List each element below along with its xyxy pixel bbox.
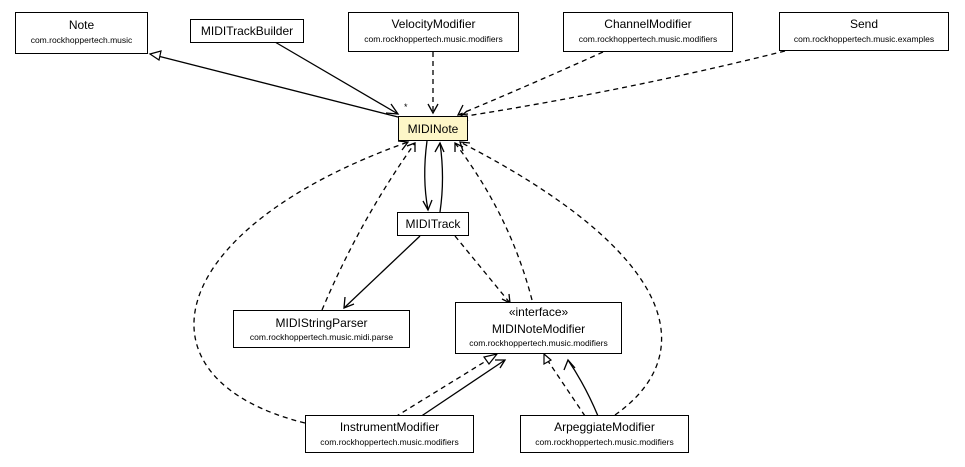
edge-realization-instrumentmodifier [394,360,487,418]
edge-realization-arpeggiatemodifier [547,360,586,417]
interface-midinotemodifier[interactable]: «interface» MIDINoteModifier com.rockhop… [455,302,622,354]
edge-dependency-channelmodifier [457,51,604,116]
class-midistringparser[interactable]: MIDIStringParser com.rockhoppertech.musi… [233,310,410,348]
arrowhead-miditrack [422,199,433,212]
class-name: Send [849,17,879,31]
class-package: com.rockhoppertech.music.modifiers [578,34,718,44]
class-arpeggiatemodifier[interactable]: ArpeggiateModifier com.rockhoppertech.mu… [520,415,689,453]
edge-association-instrumentmodifier [419,359,506,418]
generalization-arrowhead [148,50,162,61]
arrowhead-velocitymodifier [427,103,439,115]
class-package: com.rockhoppertech.music.modifiers [320,437,459,447]
edge-generalization-note [149,53,399,118]
class-package: com.rockhoppertech.music.modifiers [364,34,503,44]
interface-stereotype: «interface» [508,305,569,319]
class-send[interactable]: Send com.rockhoppertech.music.examples [779,12,949,51]
arrowhead-channelmodifier [456,104,469,116]
edge-association-miditrackbuilder [274,41,399,115]
edge-dependency-send [459,50,786,118]
arrowhead-arpeggiate-assoc [563,358,576,371]
class-package: com.rockhoppertech.music.modifiers [469,338,608,348]
arrowhead-instrument-assoc [495,359,507,369]
edge-association-arpeggiatemodifier [567,359,599,417]
realization-arrowhead-arpeggiate [543,352,553,366]
class-package: com.rockhoppertech.music [30,35,133,45]
arrowhead-instrument-dep [397,140,410,151]
class-name: InstrumentModifier [339,420,440,434]
arrowhead-notemodifier-dep [454,141,464,152]
class-miditrackbuilder[interactable]: MIDITrackBuilder [190,19,304,43]
edge-association-miditrack-midinote [439,142,444,213]
class-name: ChannelModifier [604,17,692,31]
class-note[interactable]: Note com.rockhoppertech.music [15,12,148,54]
edge-dependency-midinotemodifier-midinote [454,142,533,301]
realization-arrowhead-instrument [482,353,499,365]
class-velocitymodifier[interactable]: VelocityModifier com.rockhoppertech.musi… [348,12,519,52]
arrowhead-miditrackbuilder [385,103,400,115]
class-package: com.rockhoppertech.music.examples [793,34,935,44]
class-package: com.rockhoppertech.music.midi.parse [249,332,394,342]
multiplicity-label: * [404,102,408,112]
class-channelmodifier[interactable]: ChannelModifier com.rockhoppertech.music… [563,12,733,52]
edge-dependency-arpeggiatemodifier-midinote [459,141,663,416]
class-name: MIDIStringParser [275,316,368,330]
arrowhead-stringparser-dep [406,142,416,152]
class-name: MIDITrackBuilder [200,24,294,38]
arrowhead-midinote-from-track [434,141,445,153]
class-name: Note [68,18,95,32]
edge-association-miditrack-midistringparser [343,235,421,309]
edge-dependency-miditrack-midinotemodifier [454,235,511,304]
class-name: MIDINote [407,122,459,136]
class-name: MIDINoteModifier [491,322,586,336]
class-package: com.rockhoppertech.music.modifiers [535,437,674,447]
class-name: VelocityModifier [391,17,476,31]
class-name: MIDITrack [405,217,461,231]
edge-dependency-instrumentmodifier-midinote [193,141,409,424]
class-midinote[interactable]: MIDINote [398,116,468,141]
arrowhead-midistringparser [343,296,355,309]
class-name: ArpeggiateModifier [554,420,655,434]
edge-association-midinote-miditrack [424,140,429,211]
arrowhead-arpeggiate-dep [459,141,471,152]
class-instrumentmodifier[interactable]: InstrumentModifier com.rockhoppertech.mu… [305,415,474,453]
class-miditrack[interactable]: MIDITrack [397,212,469,236]
